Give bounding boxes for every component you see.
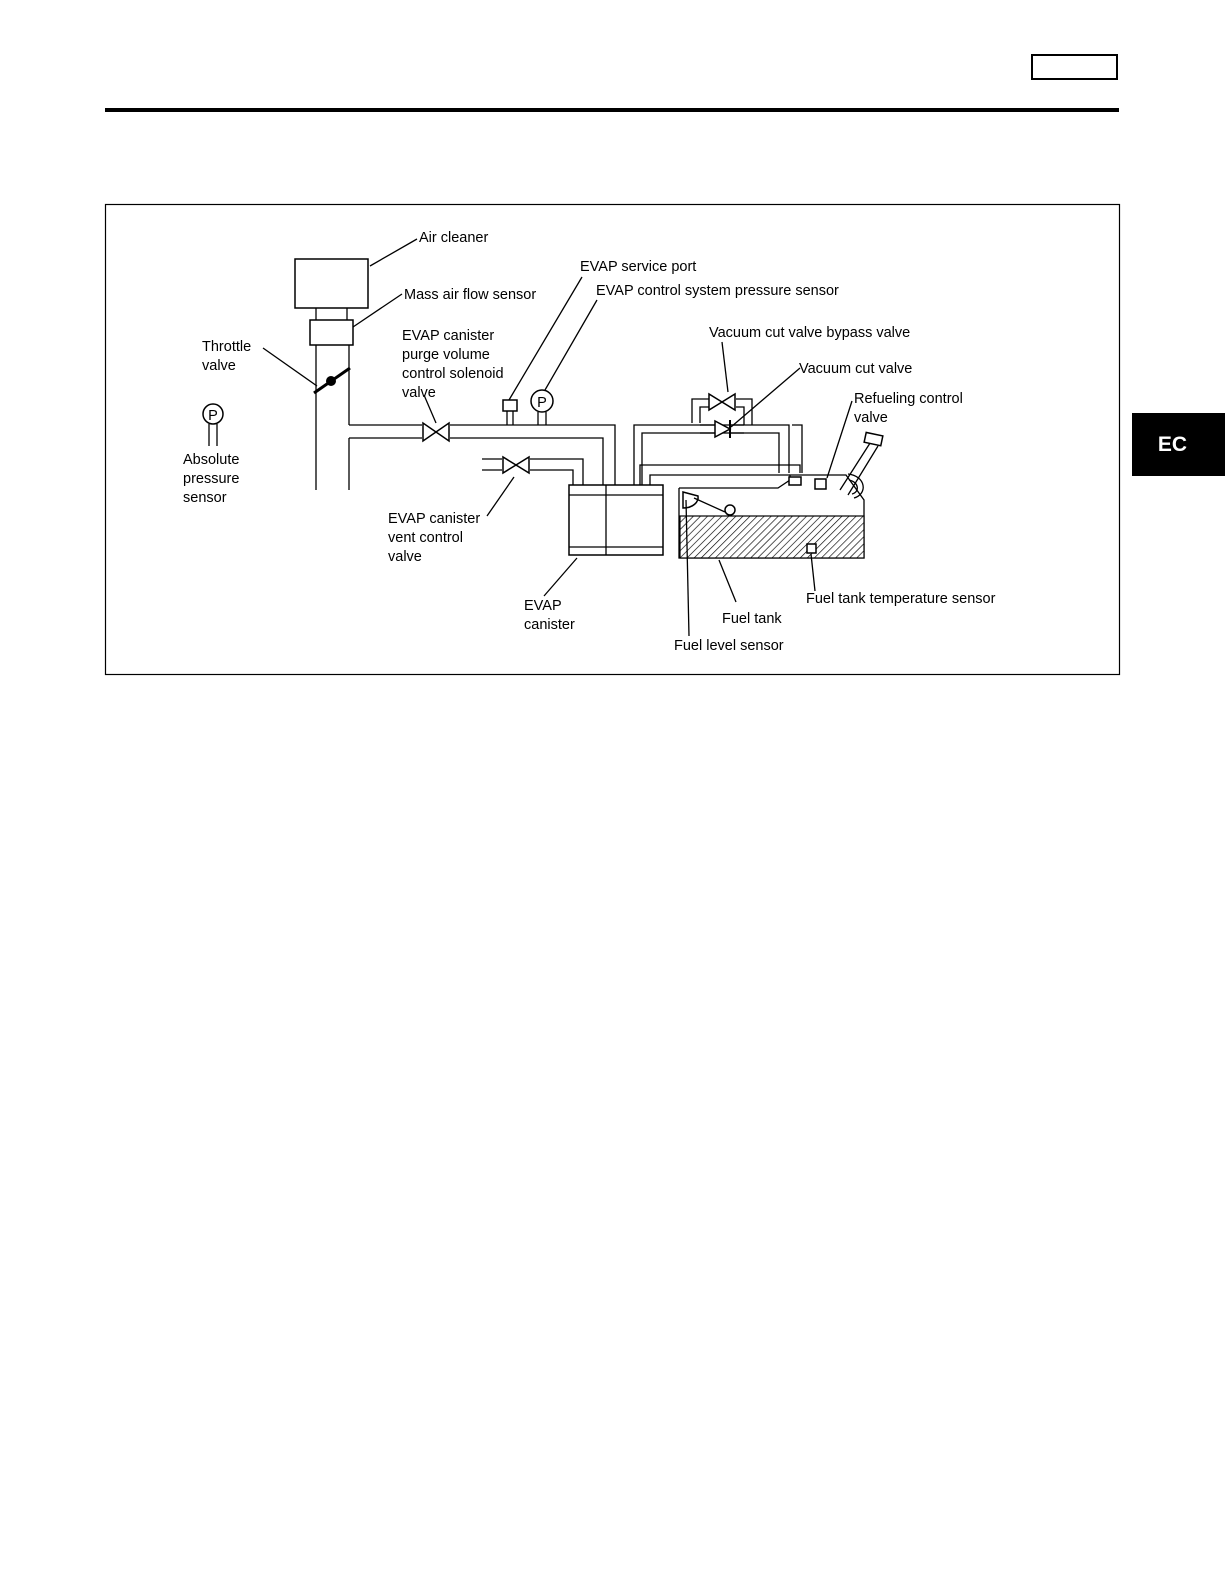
absolute-pressure-sensor: P [202,403,224,446]
throttle-valve-pivot [326,376,336,386]
label-vent-control-valve: EVAP canister vent control valve [388,511,484,565]
vent-control-valve [502,455,530,475]
air-cleaner [294,258,369,309]
diagram-frame [104,203,1121,676]
tank-lines [633,398,803,485]
label-absolute-pressure-sensor: Absolute pressure sensor [183,452,243,506]
diagram-labels: Air cleaner Mass air flow sensor Throttl… [183,230,996,654]
fuel-tank-temperature-sensor-symbol [806,543,817,554]
label-fuel-tank-temperature-sensor: Fuel tank temperature sensor [806,591,996,607]
label-throttle-valve: Throttle valve [202,339,255,374]
label-fuel-level-sensor: Fuel level sensor [674,638,784,654]
section-tab-ec[interactable]: EC [1132,413,1225,476]
label-evap-canister: EVAP canister [524,598,575,633]
label-evap-control-system-pressure-sensor: EVAP control system pressure sensor [596,283,839,299]
label-refueling-control-valve: Refueling control valve [854,391,967,426]
label-vacuum-cut-valve: Vacuum cut valve [799,361,912,377]
svg-text:P: P [208,408,218,424]
label-evap-service-port: EVAP service port [580,259,696,275]
header-box [1031,54,1118,80]
header-rule [105,108,1119,112]
fuel-tank-symbol [678,431,884,559]
mass-air-flow-sensor [309,319,354,346]
purge-control-valve [422,421,450,443]
vacuum-cut-valve-symbol [700,419,744,439]
leader-lines [262,238,853,637]
evap-service-port-symbol [502,399,518,425]
intake-duct [294,258,369,490]
label-air-cleaner: Air cleaner [419,230,488,246]
label-mass-air-flow-sensor: Mass air flow sensor [404,287,536,303]
vacuum-cut-valve-bypass-valve-symbol [708,392,736,412]
purge-line [349,424,616,485]
fuel-level-sensor-symbol [682,491,736,516]
vent-line [482,458,584,485]
label-purge-volume-control-solenoid-valve: EVAP canister purge volume control solen… [402,328,508,401]
label-vacuum-cut-valve-bypass-valve: Vacuum cut valve bypass valve [709,325,910,341]
svg-text:P: P [537,395,547,411]
evap-canister-symbol [568,484,664,556]
label-fuel-tank: Fuel tank [722,611,782,627]
evap-pressure-sensor-symbol: P [530,389,554,425]
